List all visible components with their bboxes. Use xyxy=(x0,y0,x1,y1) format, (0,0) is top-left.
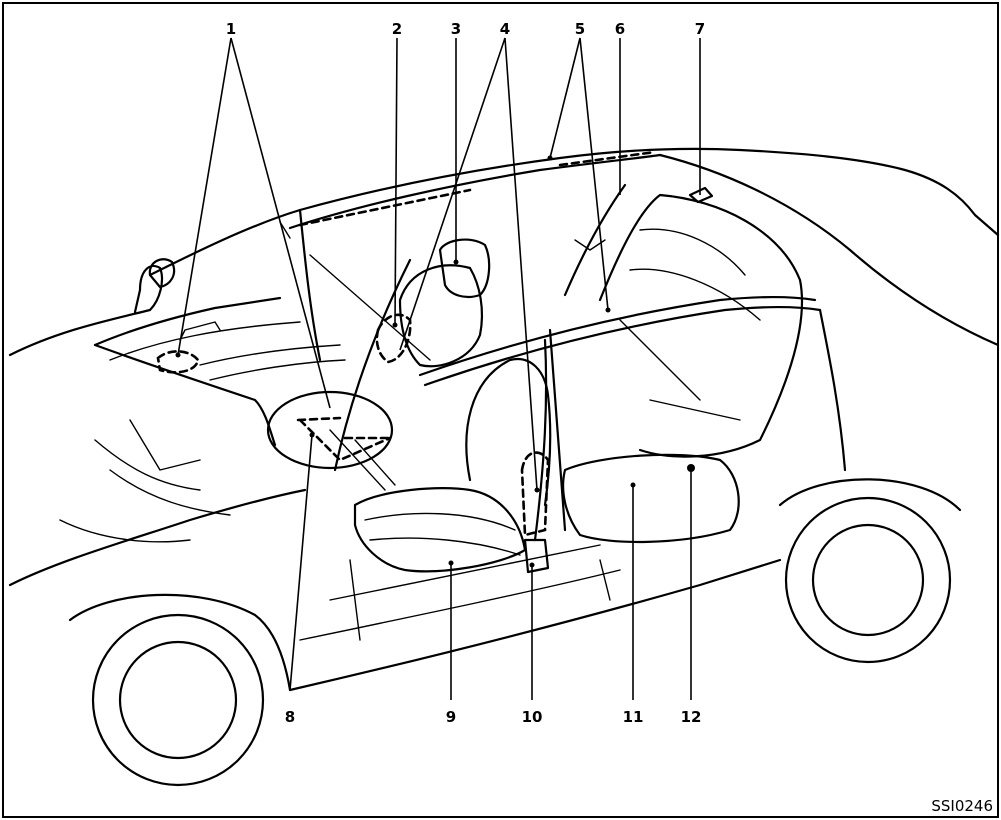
leader-4a xyxy=(399,37,506,351)
dashboard-lines xyxy=(199,344,346,381)
rear-wheel-arch xyxy=(778,478,962,512)
leader-3-dot xyxy=(453,259,459,265)
callout-leaders xyxy=(175,37,714,700)
leader-9-dot xyxy=(448,560,454,566)
door-sill xyxy=(288,558,782,692)
callout-4: 4 xyxy=(500,20,510,38)
front-seatbelt xyxy=(533,338,548,542)
door-roof-rail-inner xyxy=(423,305,822,387)
callout-labels: 1 2 3 4 5 6 7 8 9 10 11 12 xyxy=(226,20,705,726)
callout-10: 10 xyxy=(522,708,543,726)
passenger-seat xyxy=(398,264,484,368)
leader-4b xyxy=(504,37,538,491)
figure-code: SSI0246 xyxy=(931,797,993,815)
callout-12: 12 xyxy=(681,708,702,726)
airbag-zone-side-front xyxy=(375,313,412,364)
callout-8: 8 xyxy=(285,708,295,726)
leader-11-dot xyxy=(630,482,636,488)
b-pillar xyxy=(548,328,567,532)
side-mirror xyxy=(148,258,176,289)
leader-7-target xyxy=(688,186,714,204)
callout-7: 7 xyxy=(695,20,705,38)
front-wheel xyxy=(91,613,265,787)
callout-1: 1 xyxy=(226,20,236,38)
c-pillar xyxy=(818,308,847,472)
floor-lines xyxy=(299,544,621,641)
leader-5b xyxy=(579,37,609,311)
side-window-lines xyxy=(309,239,606,361)
a-pillar xyxy=(333,258,412,472)
steering-wheel xyxy=(266,390,394,470)
leader-12-dot xyxy=(687,464,695,472)
car-roofline xyxy=(148,147,1000,277)
front-wheel-rim xyxy=(118,640,238,760)
leader-5a xyxy=(549,37,581,159)
driver-seat-cushion xyxy=(353,487,527,573)
callout-3: 3 xyxy=(451,20,461,38)
rear-seatbelt xyxy=(563,183,627,297)
driver-seat-back xyxy=(465,357,552,507)
seatbelt-buckle xyxy=(523,538,550,574)
leader-1b xyxy=(230,37,331,409)
driver-headrest xyxy=(438,238,491,299)
car-rear-deck xyxy=(658,153,1000,347)
rear-seat-seams xyxy=(619,228,761,421)
leader-2 xyxy=(394,37,398,326)
front-wheel-arch xyxy=(68,593,292,692)
airbag-zone-b-pillar xyxy=(520,451,550,537)
car-hood-front xyxy=(93,296,282,347)
leader-10-dot xyxy=(529,562,535,568)
leader-1a-dot xyxy=(175,352,181,358)
car-hood xyxy=(8,264,164,357)
car-front-lower xyxy=(8,488,307,587)
leader-1a xyxy=(177,37,232,356)
engine-bay-lines xyxy=(59,419,231,543)
airbag-locations xyxy=(156,150,657,537)
callout-11: 11 xyxy=(623,708,644,726)
door-roof-rail xyxy=(418,295,817,377)
callout-6: 6 xyxy=(615,20,625,38)
windshield-frame xyxy=(298,208,322,362)
leader-8 xyxy=(289,434,313,691)
dashboard-panel xyxy=(109,321,301,361)
car-roof-inner-rail xyxy=(288,153,662,230)
callout-5: 5 xyxy=(575,20,585,38)
leader-8-dot xyxy=(309,432,315,438)
airbag-zone-roof-rail xyxy=(298,150,657,227)
leader-5a-dot xyxy=(547,155,553,161)
leader-4b-dot xyxy=(534,487,540,493)
rear-seat-cushion xyxy=(562,453,740,544)
rear-wheel xyxy=(784,496,952,664)
leader-2-dot xyxy=(392,322,398,328)
callout-9: 9 xyxy=(446,708,456,726)
airbag-zone-passenger-dash xyxy=(156,350,200,374)
car-illustration xyxy=(8,147,1000,787)
leader-5b-dot xyxy=(605,307,611,313)
driver-seat-seams xyxy=(364,512,521,556)
steering-column xyxy=(329,429,396,491)
rear-seat-back xyxy=(598,193,804,458)
dashboard-top xyxy=(93,343,277,447)
rear-wheel-rim xyxy=(811,523,925,637)
callout-2: 2 xyxy=(392,20,402,38)
